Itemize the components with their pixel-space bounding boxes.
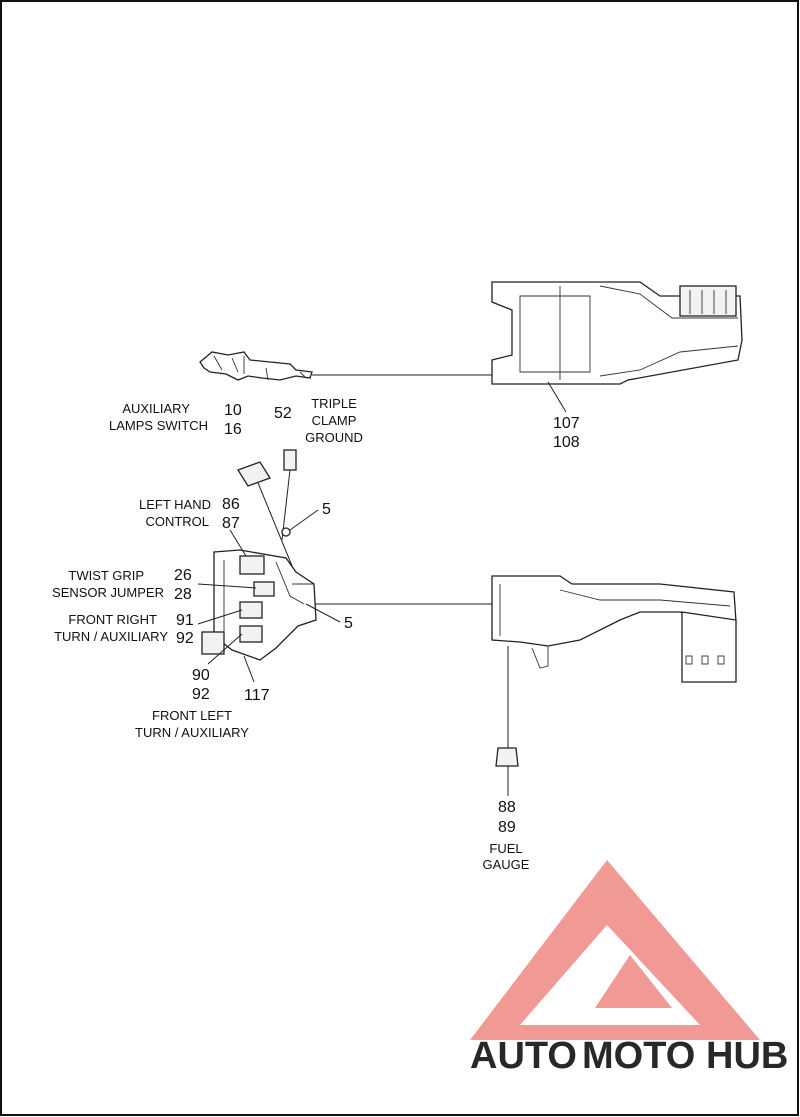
- ground-fastener: [281, 527, 291, 537]
- num-92-left: 92: [192, 686, 210, 703]
- label-sensor-jumper: SENSOR JUMPER: [52, 585, 164, 600]
- plug-pin-2: [701, 655, 709, 665]
- leader-91: [197, 609, 243, 625]
- label-front-left: FRONT LEFT: [152, 708, 232, 723]
- num-10: 10: [224, 402, 242, 419]
- num-107: 107: [553, 415, 580, 432]
- connector-twist-grip: [253, 581, 275, 597]
- label-aux-lamps-switch-1: AUXILIARY: [122, 401, 190, 416]
- lower-harness-housing: [491, 575, 737, 647]
- control-module-assembly: [197, 449, 341, 683]
- leader-5-upper: [289, 509, 319, 531]
- plug-pin-1: [685, 655, 693, 665]
- label-aux-lamps-switch-2: LAMPS SWITCH: [109, 418, 208, 433]
- num-90: 90: [192, 667, 210, 684]
- watermark-hub: HUB: [706, 1035, 788, 1077]
- control-module-body: [213, 549, 317, 661]
- label-triple: TRIPLE: [311, 396, 357, 411]
- label-turn-aux-right: TURN / AUXILIARY: [54, 629, 168, 644]
- label-control: CONTROL: [145, 514, 209, 529]
- lower-housing-detail: [499, 584, 731, 669]
- module-detail: [223, 560, 314, 634]
- num-89: 89: [498, 819, 516, 836]
- label-fuel: FUEL: [489, 841, 522, 856]
- label-turn-aux-left: TURN / AUXILIARY: [135, 725, 249, 740]
- lower-harness-assembly: [314, 575, 737, 796]
- num-86: 86: [222, 496, 240, 513]
- leader-5-lower: [305, 603, 341, 623]
- lower-housing-plug: [681, 611, 737, 683]
- callout-5-lower: 5: [344, 615, 353, 632]
- upper-harness-assembly: [199, 281, 743, 413]
- leader-26: [197, 583, 257, 589]
- connector-front-left-b: [201, 631, 225, 655]
- watermark-auto: AUTO: [470, 1035, 577, 1077]
- upper-bracket-detail: [213, 355, 307, 381]
- label-gauge: GAUGE: [483, 857, 530, 872]
- leader-90: [207, 633, 243, 665]
- label-clamp: CLAMP: [312, 413, 357, 428]
- plug-pin-3: [717, 655, 725, 665]
- watermark-triangle-core: [595, 955, 672, 1008]
- num-87: 87: [222, 515, 240, 532]
- triple-clamp-connector: [283, 449, 297, 471]
- label-twist-grip: TWIST GRIP: [68, 568, 144, 583]
- num-92-right: 92: [176, 630, 194, 647]
- num-16: 16: [224, 421, 242, 438]
- num-91: 91: [176, 612, 194, 629]
- connector-front-left-a: [239, 625, 263, 643]
- label-left-hand: LEFT HAND: [139, 497, 211, 512]
- num-88: 88: [498, 799, 516, 816]
- label-front-right: FRONT RIGHT: [68, 612, 157, 627]
- callout-5-upper: 5: [322, 501, 331, 518]
- connector-front-right: [239, 601, 263, 619]
- leader-117: [243, 655, 255, 683]
- num-28: 28: [174, 586, 192, 603]
- leader-107: [547, 381, 567, 413]
- num-26: 26: [174, 567, 192, 584]
- upper-bracket: [199, 351, 313, 381]
- automotohub-watermark: AUTO MOTO HUB: [470, 860, 788, 1077]
- upper-housing-detail: [519, 285, 739, 380]
- watermark-moto: MOTO: [582, 1035, 695, 1077]
- upper-housing-connector: [679, 285, 737, 317]
- aux-lamps-switch-connector: [237, 461, 271, 487]
- num-52: 52: [274, 405, 292, 422]
- fuel-gauge-connector: [495, 747, 519, 767]
- label-ground: GROUND: [305, 430, 363, 445]
- callout-117: 117: [244, 687, 270, 704]
- leader-86: [229, 529, 247, 557]
- num-108: 108: [553, 434, 580, 451]
- upper-connector-detail: [689, 290, 727, 314]
- connector-left-hand: [239, 555, 265, 575]
